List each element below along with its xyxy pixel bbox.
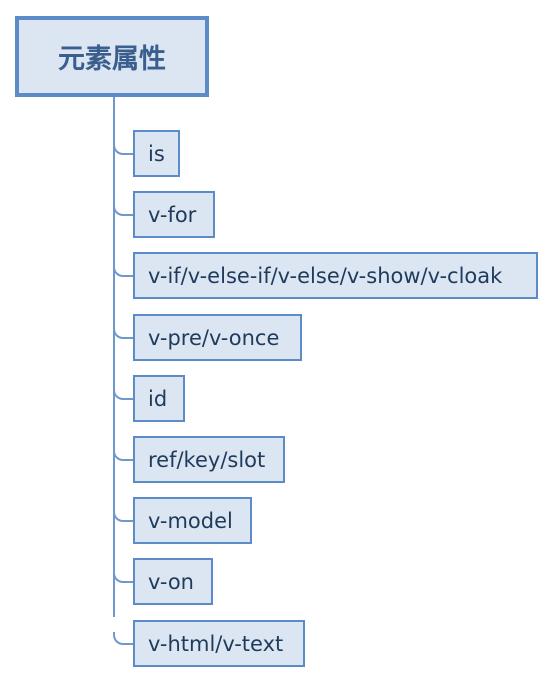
- branch-connector: [113, 142, 134, 155]
- child-node[interactable]: v-pre/v-once: [133, 314, 302, 361]
- branch-connector: [113, 509, 134, 522]
- branch-connector: [113, 387, 134, 400]
- child-node-label: v-model: [148, 508, 233, 533]
- child-node[interactable]: v-model: [133, 497, 252, 544]
- child-node-label: v-html/v-text: [148, 631, 284, 656]
- child-node-label: v-on: [148, 569, 194, 594]
- child-node-label: id: [148, 386, 168, 411]
- branch-connector: [113, 203, 134, 216]
- root-node-label: 元素属性: [58, 44, 166, 75]
- branch-connector: [113, 448, 134, 461]
- child-node-label: is: [148, 141, 165, 166]
- branch-connector: [113, 264, 134, 277]
- child-node[interactable]: ref/key/slot: [133, 436, 285, 483]
- child-node-label: ref/key/slot: [148, 447, 266, 472]
- child-node[interactable]: is: [133, 130, 180, 177]
- child-node-label: v-pre/v-once: [148, 325, 280, 350]
- tree-trunk-connector: [113, 97, 115, 617]
- child-node[interactable]: v-if/v-else-if/v-else/v-show/v-cloak: [133, 252, 538, 299]
- child-node[interactable]: id: [133, 375, 185, 422]
- branch-connector: [113, 326, 134, 339]
- branch-connector: [113, 570, 134, 583]
- branch-connector: [113, 632, 134, 645]
- child-node[interactable]: v-for: [133, 191, 215, 238]
- child-node-label: v-if/v-else-if/v-else/v-show/v-cloak: [148, 263, 503, 288]
- child-node-label: v-for: [148, 202, 197, 227]
- root-node[interactable]: 元素属性: [15, 16, 209, 97]
- child-node[interactable]: v-html/v-text: [133, 620, 305, 667]
- child-node[interactable]: v-on: [133, 558, 213, 605]
